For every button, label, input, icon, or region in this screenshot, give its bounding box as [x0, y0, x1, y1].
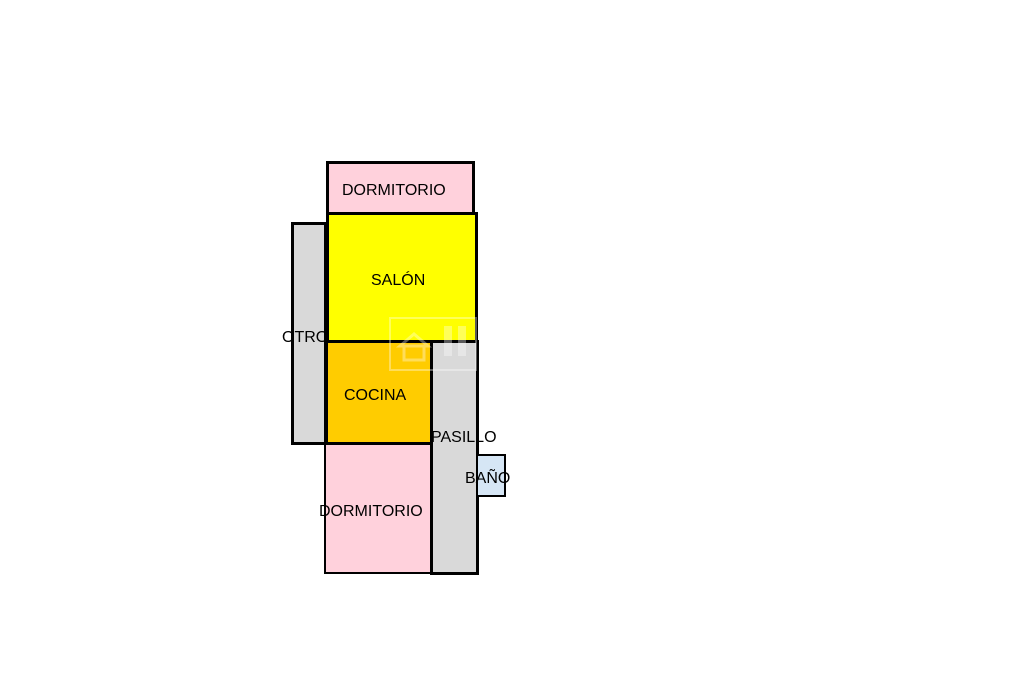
label-pasillo: PASILLO: [431, 429, 497, 446]
label-cocina: COCINA: [344, 387, 407, 404]
label-dormitorio-bottom: DORMITORIO: [319, 503, 423, 520]
label-bano: BAÑO: [465, 470, 511, 487]
label-otro: OTRO: [282, 329, 329, 346]
room-pasillo: [430, 340, 479, 575]
label-dormitorio-top: DORMITORIO: [342, 182, 446, 199]
room-otro: [291, 222, 327, 445]
room-cocina: [325, 340, 433, 445]
label-salon: SALÓN: [371, 272, 426, 289]
room-bano: [476, 454, 506, 497]
